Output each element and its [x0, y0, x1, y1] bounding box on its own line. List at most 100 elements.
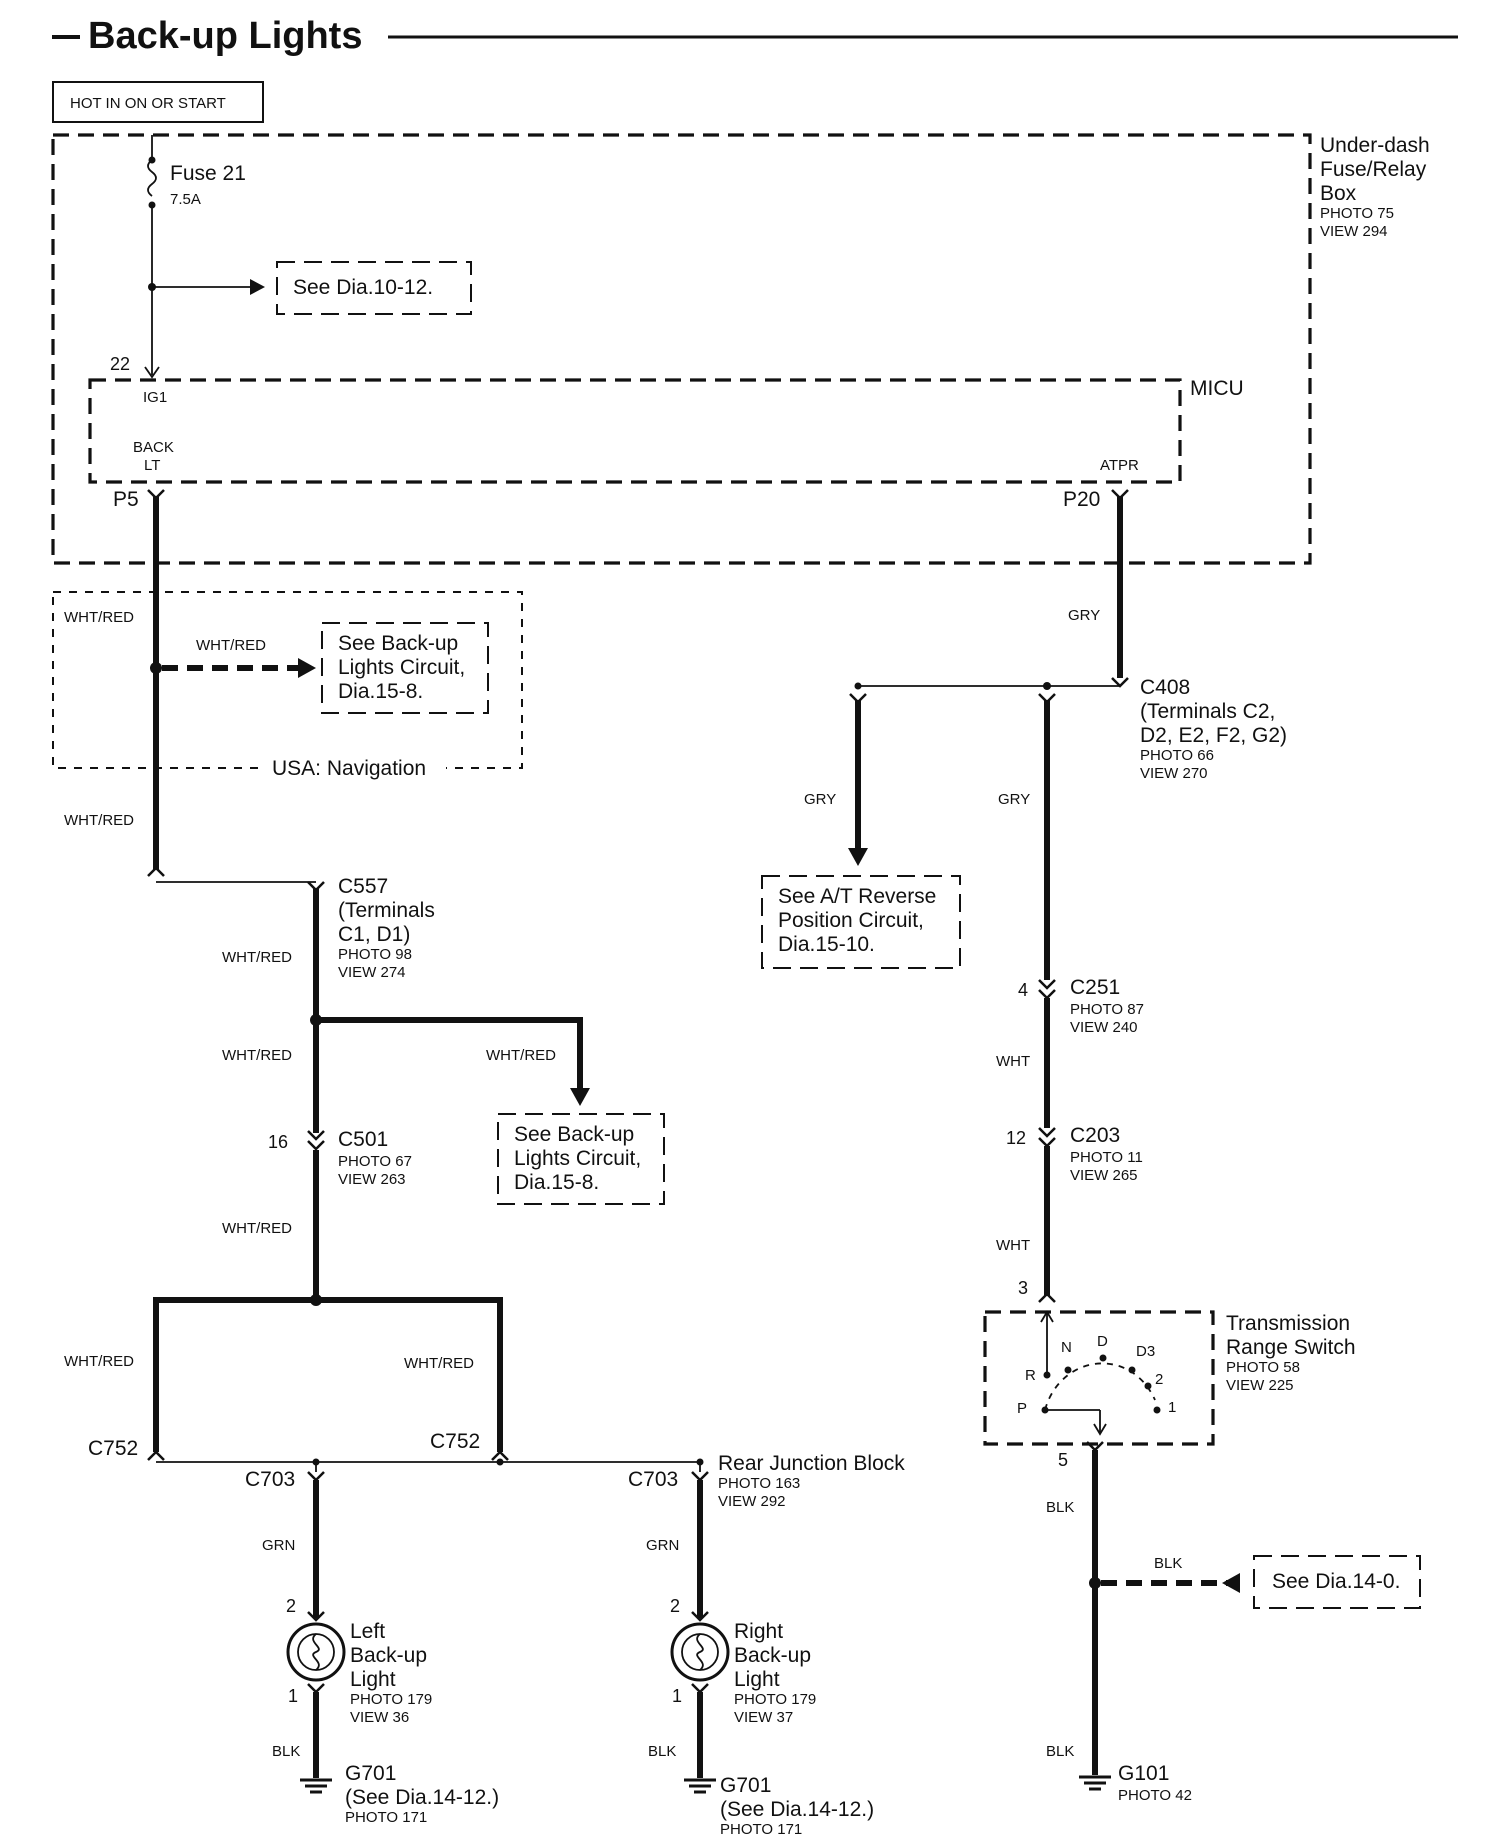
- ref-box-outline: [1253, 1555, 1421, 1609]
- connector-c501-a: [307, 1130, 325, 1141]
- splice-dot-blk: [1089, 1577, 1101, 1589]
- ref-box-backup-2[interactable]: See Back-up Lights Circuit, Dia.15-8.: [497, 1113, 665, 1205]
- wire-label-grn-left: GRN: [262, 1537, 295, 1554]
- wire-label-wht-2: WHT: [996, 1237, 1030, 1254]
- ref-backup-2-l2: Lights Circuit,: [514, 1147, 641, 1170]
- arrow-icon: [298, 658, 316, 678]
- micu-back-lt-2: LT: [144, 457, 160, 474]
- ref-backup-2-l1: See Back-up: [514, 1123, 634, 1146]
- trs-pos-2: 2: [1155, 1371, 1163, 1388]
- micu-pin-p5: P5: [113, 488, 139, 511]
- trs-pos-1: 1: [1168, 1399, 1176, 1416]
- ref-box-dia-14-0[interactable]: See Dia.14-0.: [1253, 1555, 1421, 1609]
- connector-c408: [1111, 677, 1129, 688]
- c203-label: C203: [1070, 1124, 1120, 1147]
- arrow-icon: [250, 279, 265, 295]
- micu-pin-22: 22: [110, 354, 130, 374]
- ground-icon-g101: [1079, 1775, 1111, 1791]
- trs-pos-p: P: [1017, 1400, 1027, 1417]
- connector-trs-in: [1038, 1292, 1056, 1303]
- trs-pos-d3: D3: [1136, 1343, 1155, 1360]
- ground-icon-right: [684, 1778, 716, 1794]
- c501-photo: PHOTO 67: [338, 1153, 412, 1170]
- micu-back-lt-1: BACK: [133, 439, 174, 456]
- wire-label-wr-2: WHT/RED: [196, 637, 266, 654]
- splice-dot-nav: [150, 662, 162, 674]
- trs-selector-icon: [1040, 1310, 1161, 1436]
- arrow-icon: [570, 1088, 590, 1106]
- c501-pin: 16: [268, 1132, 288, 1152]
- trs-pos-n: N: [1061, 1339, 1072, 1356]
- c203-view: VIEW 265: [1070, 1167, 1138, 1184]
- ref-box-backup-1[interactable]: See Back-up Lights Circuit, Dia.15-8.: [321, 622, 489, 714]
- c408-l2: (Terminals C2,: [1140, 700, 1275, 723]
- wire-label-wr-8: WHT/RED: [64, 1353, 134, 1370]
- fuse-21: [144, 135, 160, 379]
- g101-label: G101: [1118, 1762, 1169, 1785]
- left-light-view: VIEW 36: [350, 1709, 409, 1726]
- wire-label-blk-right: BLK: [648, 1743, 676, 1760]
- trs-pin-in: 3: [1018, 1278, 1028, 1298]
- micu-atpr: ATPR: [1100, 457, 1139, 474]
- wire-label-blk-left: BLK: [272, 1743, 300, 1760]
- trs-view: VIEW 225: [1226, 1377, 1294, 1394]
- connector-c703-left: [307, 1471, 325, 1482]
- ref-dia-14-0: See Dia.14-0.: [1272, 1570, 1400, 1593]
- fusebox-label-3: Box: [1320, 182, 1357, 205]
- ref-box-outline: [497, 1113, 665, 1205]
- trs-pos-d: D: [1097, 1333, 1108, 1350]
- ground-icon-left: [300, 1778, 332, 1794]
- right-light-view: VIEW 37: [734, 1709, 793, 1726]
- c557-label: C557: [338, 875, 388, 898]
- g701-right-l2: (See Dia.14-12.): [720, 1798, 874, 1821]
- c752-label-left: C752: [88, 1437, 138, 1460]
- right-backup-bulb-icon: [670, 1622, 730, 1682]
- c408-photo: PHOTO 66: [1140, 747, 1214, 764]
- right-light-l3: Light: [734, 1668, 780, 1691]
- c557-view: VIEW 274: [338, 964, 406, 981]
- right-light-pin-bot: 1: [672, 1686, 682, 1706]
- wire-label-wr-9: WHT/RED: [404, 1355, 474, 1372]
- fuse-relay-box-outline: [51, 133, 1312, 565]
- ref-box-dia-10-12[interactable]: See Dia.10-12.: [276, 261, 472, 315]
- c203-pin: 12: [1006, 1128, 1026, 1148]
- diagram-title: Back-up Lights: [88, 15, 362, 57]
- c408-view: VIEW 270: [1140, 765, 1208, 782]
- c408-label: C408: [1140, 676, 1190, 699]
- trs-l1: Transmission: [1226, 1312, 1350, 1335]
- g701-left-photo: PHOTO 171: [345, 1809, 427, 1826]
- g101-photo: PHOTO 42: [1118, 1787, 1192, 1804]
- wire-wht-red-branch: [316, 1017, 583, 1090]
- rjb-label: Rear Junction Block: [718, 1452, 905, 1475]
- wire-label-wr-7: WHT/RED: [222, 1220, 292, 1237]
- c557-l2: (Terminals: [338, 899, 435, 922]
- wire-label-wr-1: WHT/RED: [64, 609, 134, 626]
- c251-pin: 4: [1018, 980, 1028, 1000]
- left-light-pin-top: 2: [286, 1596, 296, 1616]
- micu-ig1: IG1: [143, 389, 167, 406]
- trs-pin-out: 5: [1058, 1450, 1068, 1470]
- left-light-photo: PHOTO 179: [350, 1691, 432, 1708]
- c557-photo: PHOTO 98: [338, 946, 412, 963]
- connector-c703-right: [691, 1471, 709, 1482]
- connector-right-light-top: [691, 1611, 709, 1622]
- connector-c251-b: [1038, 989, 1056, 1000]
- ref-box-at-reverse[interactable]: See A/T Reverse Position Circuit, Dia.15…: [761, 875, 961, 969]
- c501-view: VIEW 263: [338, 1171, 406, 1188]
- c501-label: C501: [338, 1128, 388, 1151]
- g701-right-photo: PHOTO 171: [720, 1821, 802, 1838]
- ref-box-outline: [321, 622, 489, 714]
- fusebox-label-1: Under-dash: [1320, 134, 1430, 157]
- wire-label-blk-2: BLK: [1154, 1555, 1182, 1572]
- connector-c752-left: [147, 1450, 165, 1461]
- wire-label-gry-3: GRY: [998, 791, 1030, 808]
- connector-left-light-bottom: [307, 1683, 325, 1694]
- g701-left-label: G701: [345, 1762, 396, 1785]
- left-light-l3: Light: [350, 1668, 396, 1691]
- c251-view: VIEW 240: [1070, 1019, 1138, 1036]
- fusebox-label-2: Fuse/Relay: [1320, 158, 1427, 181]
- c703-label-left: C703: [245, 1468, 295, 1491]
- micu-label: MICU: [1190, 377, 1244, 400]
- trs-l2: Range Switch: [1226, 1336, 1356, 1359]
